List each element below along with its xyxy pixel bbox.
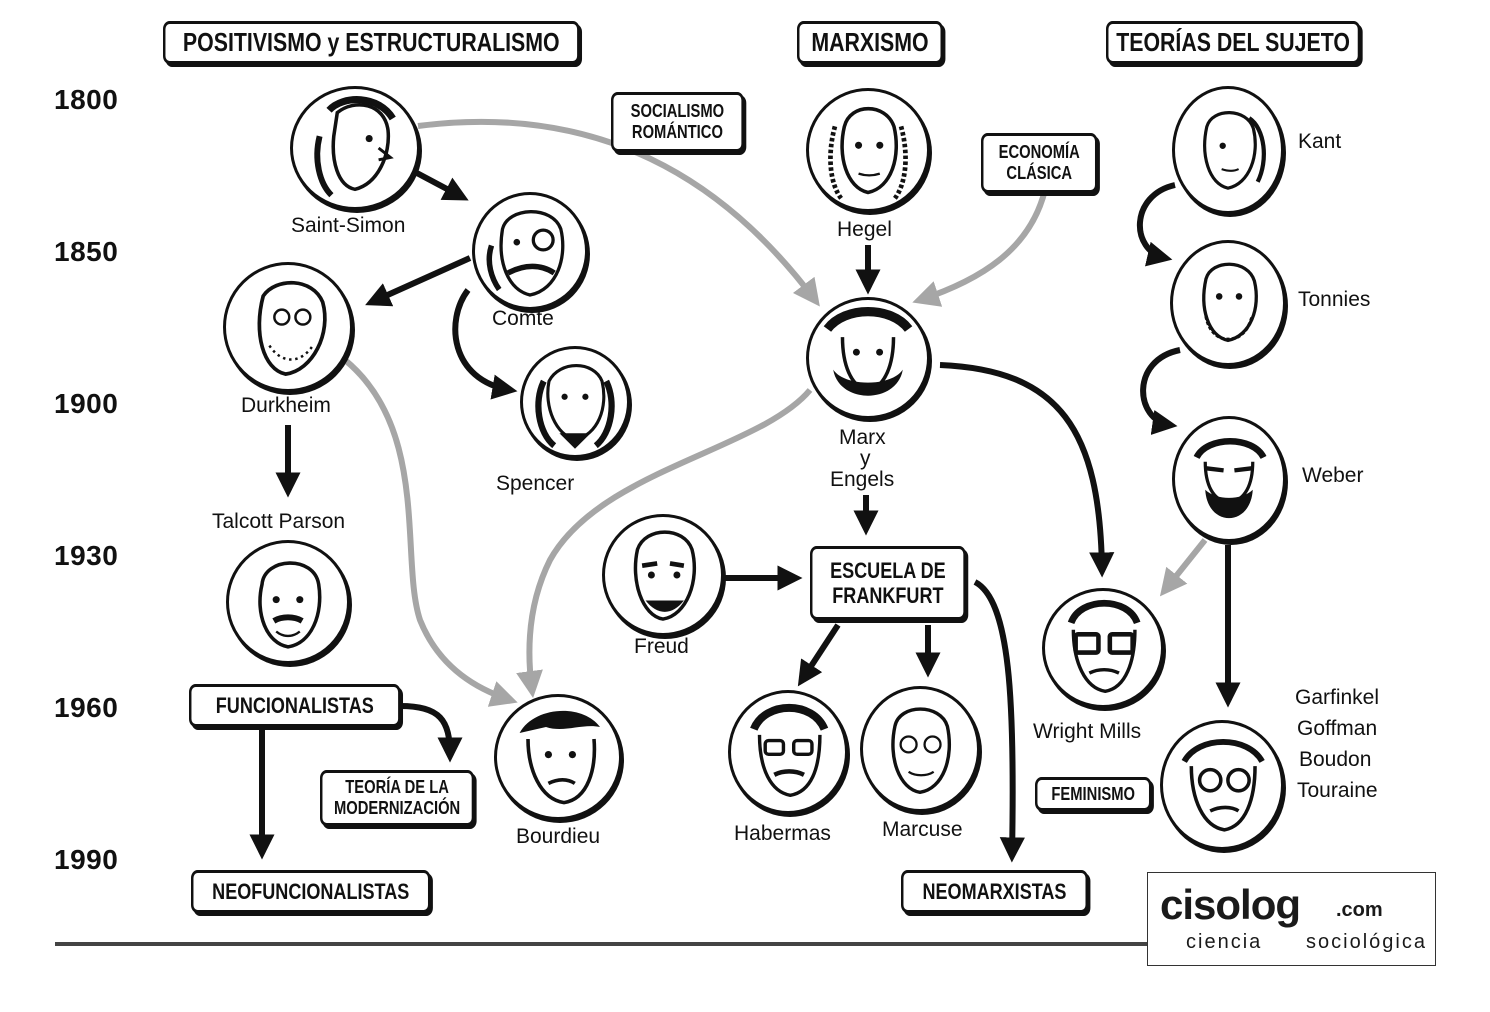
portrait-spencer <box>520 346 630 458</box>
logo-tagline-2: sociológica <box>1306 931 1427 954</box>
portrait-marx-engels <box>806 297 930 419</box>
arrow-weber-wrightmills <box>1165 540 1205 590</box>
portrait-garfinkel-group <box>1160 720 1284 850</box>
portrait-talcott-parson <box>226 540 350 664</box>
portrait-comte <box>472 192 588 310</box>
modernizacion-line2: MODERNIZACIÓN <box>334 798 460 819</box>
socialismo-line1: SOCIALISMO <box>631 101 724 122</box>
frankfurt-line2: FRANKFURT <box>832 583 943 608</box>
socialismo-line2: ROMÁNTICO <box>632 122 723 143</box>
name-wright-mills: Wright Mills <box>1033 720 1141 744</box>
name-bourdieu: Bourdieu <box>516 825 600 849</box>
name-saint-simon: Saint-Simon <box>291 214 405 238</box>
box-neofuncionalistas: NEOFUNCIONALISTAS <box>191 870 430 913</box>
portrait-weber <box>1172 416 1286 542</box>
portrait-bourdieu <box>494 694 622 820</box>
portrait-freud <box>602 514 724 636</box>
economia-line2: CLÁSICA <box>1006 163 1072 184</box>
portrait-saint-simon <box>290 86 420 210</box>
portrait-tonnies <box>1170 240 1286 366</box>
portrait-habermas <box>728 690 848 814</box>
header-positivismo: POSITIVISMO y ESTRUCTURALISMO <box>163 21 580 64</box>
arrow-comte-durkheim <box>372 258 470 302</box>
arrow-frankfurt-habermas <box>802 625 838 680</box>
box-funcionalistas: FUNCIONALISTAS <box>189 684 401 727</box>
timeline-baseline <box>55 942 1150 946</box>
logo-wordmark: cisolog <box>1160 881 1300 929</box>
name-garfinkel: Garfinkel <box>1295 686 1379 710</box>
box-teoria-modernizacion: TEORÍA DE LA MODERNIZACIÓN <box>320 770 474 826</box>
name-comte: Comte <box>492 307 554 331</box>
name-engels: Engels <box>830 468 894 492</box>
name-talcott-parson: Talcott Parson <box>212 510 345 534</box>
box-neomarxistas: NEOMARXISTAS <box>901 870 1088 913</box>
arrow-economia-marx <box>920 190 1045 300</box>
box-socialismo-romantico: SOCIALISMO ROMÁNTICO <box>611 92 744 152</box>
arrow-kant-tonnies <box>1140 185 1175 258</box>
portrait-durkheim <box>223 262 353 392</box>
logo-suffix: .com <box>1336 899 1383 922</box>
arrow-saintsimon-comte <box>415 172 462 197</box>
arrow-frankfurt-neomarxistas <box>975 582 1013 855</box>
year-1930: 1930 <box>54 540 118 572</box>
name-kant: Kant <box>1298 130 1341 154</box>
name-boudon: Boudon <box>1299 748 1371 772</box>
arrow-comte-spencer <box>455 290 510 390</box>
cisolog-logo: cisolog .com ciencia sociológica <box>1147 872 1436 966</box>
name-touraine: Touraine <box>1297 779 1378 803</box>
portrait-wright-mills <box>1042 588 1164 708</box>
arrow-marx-wrightmills <box>940 365 1102 570</box>
name-habermas: Habermas <box>734 822 831 846</box>
name-goffman: Goffman <box>1297 717 1377 741</box>
portrait-kant <box>1172 86 1284 214</box>
arrow-funcionalistas-modernizacion <box>400 706 450 755</box>
header-marxismo: MARXISMO <box>797 21 943 64</box>
year-1800: 1800 <box>54 84 118 116</box>
modernizacion-line1: TEORÍA DE LA <box>345 777 449 798</box>
name-tonnies: Tonnies <box>1298 288 1370 312</box>
year-1850: 1850 <box>54 236 118 268</box>
year-1960: 1960 <box>54 692 118 724</box>
year-1990: 1990 <box>54 844 118 876</box>
portrait-marcuse <box>860 686 980 812</box>
box-economia-clasica: ECONOMÍA CLÁSICA <box>981 133 1097 193</box>
name-spencer: Spencer <box>496 472 574 496</box>
name-hegel: Hegel <box>837 218 892 242</box>
header-teorias-sujeto: TEORÍAS DEL SUJETO <box>1106 21 1360 64</box>
economia-line1: ECONOMÍA <box>999 142 1080 163</box>
box-escuela-frankfurt: ESCUELA DE FRANKFURT <box>810 546 966 620</box>
name-durkheim: Durkheim <box>241 394 331 418</box>
year-1900: 1900 <box>54 388 118 420</box>
name-marcuse: Marcuse <box>882 818 963 842</box>
portrait-hegel <box>806 88 930 212</box>
name-weber: Weber <box>1302 464 1363 488</box>
arrow-durkheim-bourdieu <box>345 360 510 700</box>
name-freud: Freud <box>634 635 689 659</box>
box-feminismo: FEMINISMO <box>1035 777 1151 811</box>
frankfurt-line1: ESCUELA DE <box>830 558 946 583</box>
arrow-tonnies-weber <box>1143 350 1180 425</box>
logo-tagline-1: ciencia <box>1186 931 1262 954</box>
